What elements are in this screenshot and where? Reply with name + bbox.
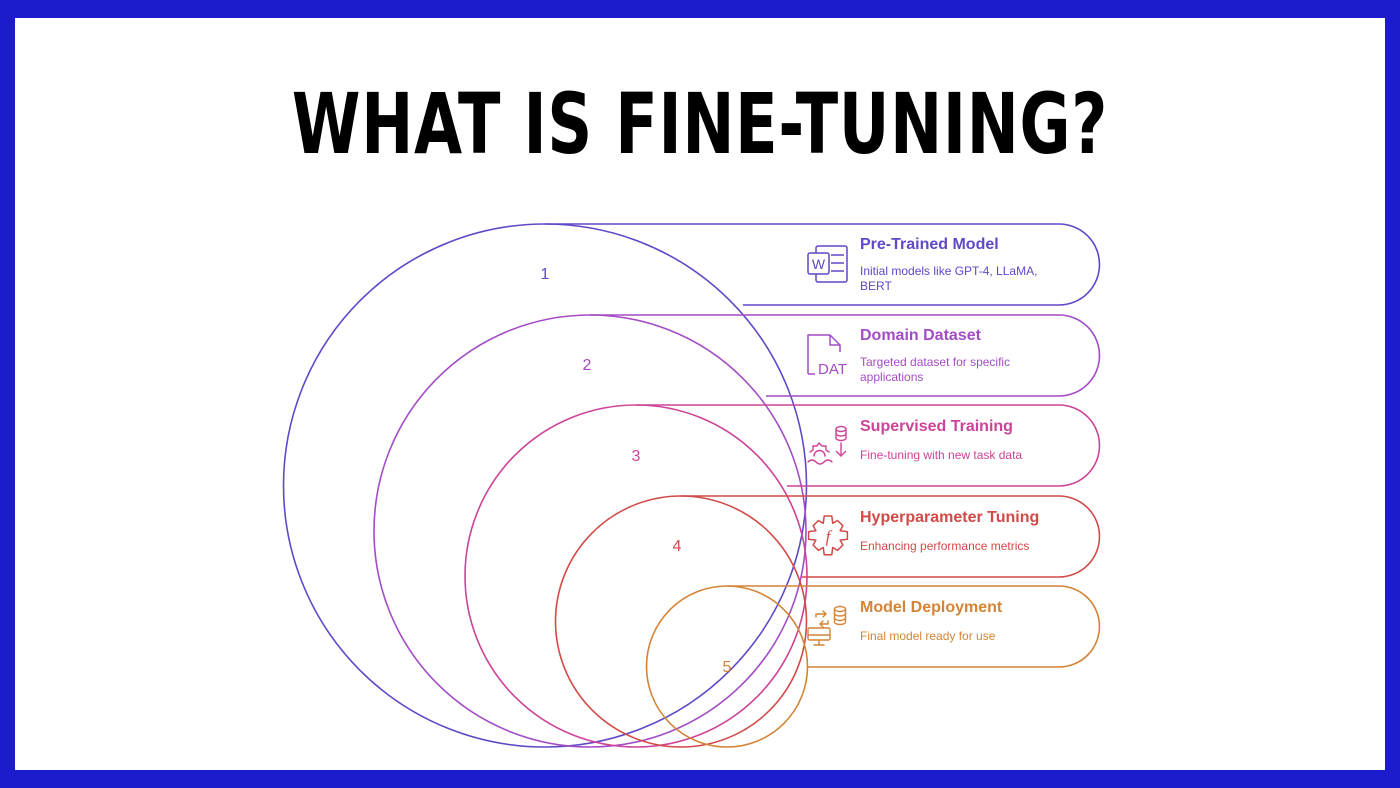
stage-4-pill [681,495,1101,578]
function-gear-icon: f [807,515,849,556]
stage-5-description-line-1: Final model ready for use [860,629,996,643]
stage-5-heading: Model Deployment [860,599,1003,616]
stage-1-number: 1 [541,266,550,283]
stage-2: 2 DAT Domain Dataset Targeted dataset fo… [373,314,1101,748]
stage-5: 5 Model Deployment Final model ready for… [645,585,1101,748]
stage-1-description-line-2: BERT [860,279,892,293]
stage-4-circle [554,495,808,748]
word-document-icon: W [807,245,848,283]
function-icon-letter: f [826,527,833,546]
stage-1-description-line-1: Initial models like GPT-4, LLaMA, [860,264,1037,278]
stage-4: 4 f Hyperparameter Tuning Enhancing perf… [554,495,1101,748]
stage-2-heading: Domain Dataset [860,327,982,344]
word-icon-letter: W [812,256,826,272]
stage-4-number: 4 [673,538,682,555]
stage-5-pill [727,585,1101,668]
slide-frame [15,18,1385,770]
stage-1-heading: Pre-Trained Model [860,236,999,253]
stage-3-number: 3 [632,448,641,465]
stage-1-pill [545,223,1101,306]
stage-3-pill [636,404,1101,487]
stage-3-circle [464,404,808,748]
stage-4-heading: Hyperparameter Tuning [860,509,1039,526]
data-training-icon [807,425,847,465]
deployment-icon [807,605,847,646]
stage-5-number: 5 [723,659,732,676]
page-title: WHAT IS FINE-TUNING? [291,75,1109,173]
stage-2-circle [373,314,807,748]
stage-2-description-line-2: applications [860,370,923,384]
stage-3-heading: Supervised Training [860,418,1013,435]
stage-2-number: 2 [583,357,592,374]
stage-2-description-line-1: Targeted dataset for specific [860,355,1010,369]
dat-icon-label: DAT [818,361,847,378]
dat-file-icon: DAT [807,334,847,378]
stage-4-description-line-1: Enhancing performance metrics [860,539,1029,553]
stage-5-circle [645,585,809,748]
stage-3-description-line-1: Fine-tuning with new task data [860,448,1022,462]
stage-3: 3 Supervised Training Fine-tuning with n… [464,404,1101,748]
stage-1: 1 W Pre-Trained Model Initial models lik… [282,223,1101,748]
stage-2-pill [590,314,1101,397]
